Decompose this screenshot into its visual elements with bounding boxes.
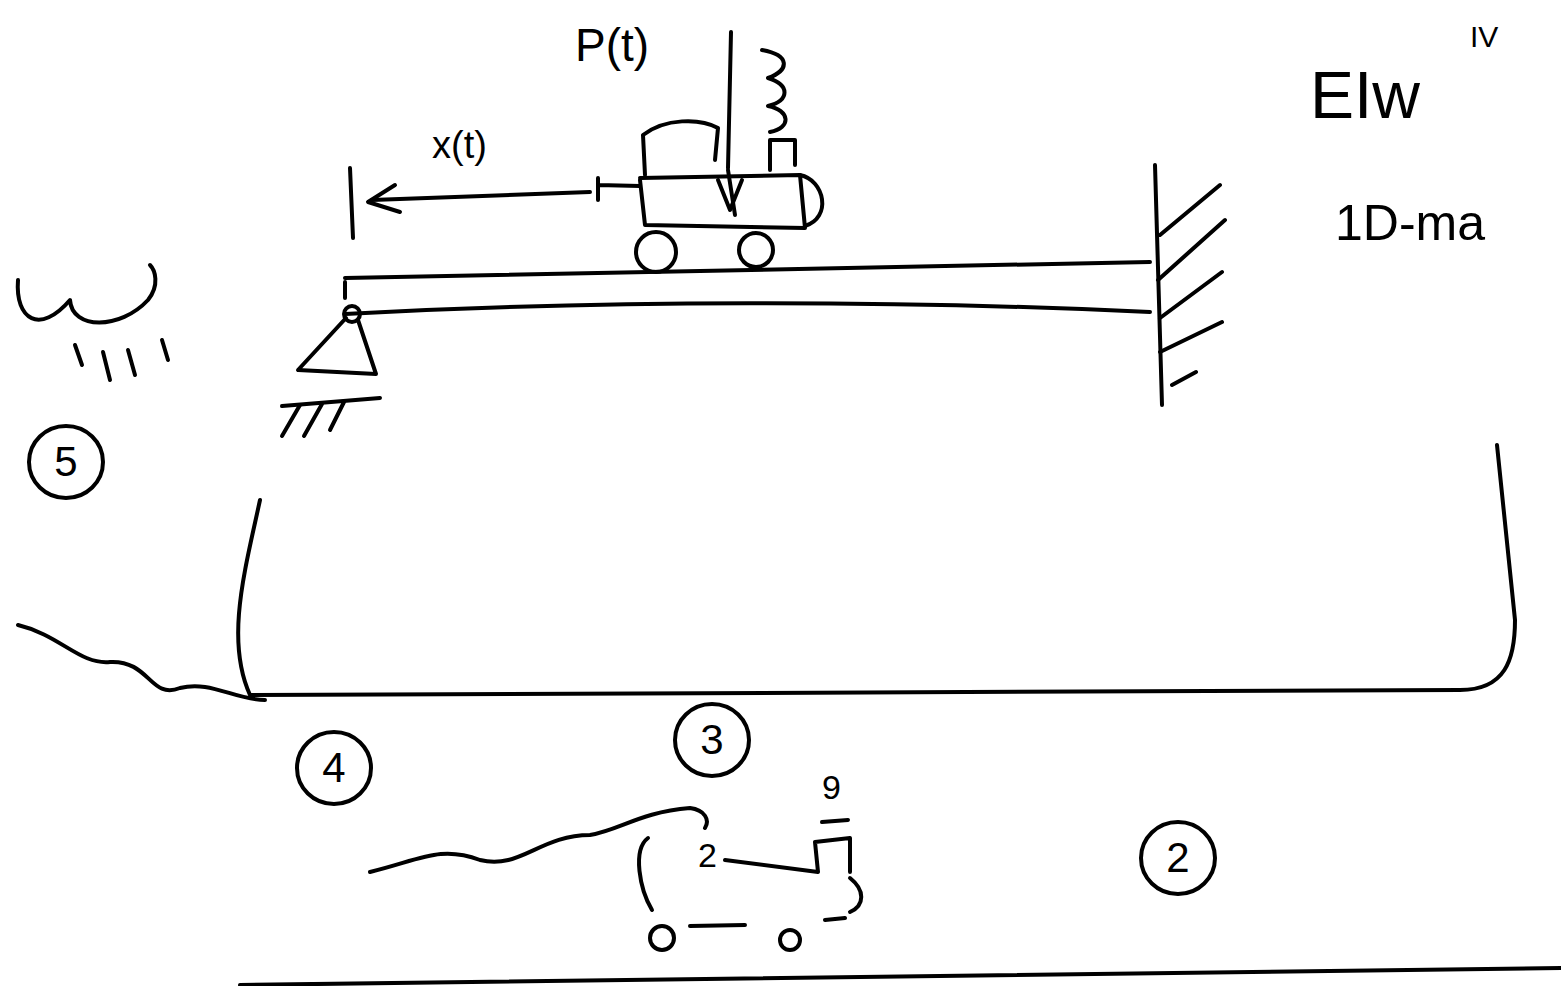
pin-support bbox=[282, 306, 380, 436]
callout-number: 5 bbox=[54, 441, 77, 483]
lower-vehicle-sketch bbox=[370, 808, 861, 950]
callout-circle: 2 bbox=[1138, 818, 1218, 898]
position-dimension bbox=[350, 168, 590, 238]
terrain bbox=[18, 625, 265, 700]
vehicle bbox=[598, 50, 822, 272]
ground-line bbox=[240, 968, 1561, 985]
sketch-label: 2 bbox=[698, 838, 717, 872]
load-arrow bbox=[718, 32, 742, 210]
callout-number: 2 bbox=[1166, 837, 1189, 879]
callout-circle: 5 bbox=[26, 422, 106, 502]
circle-outline bbox=[29, 426, 103, 498]
callout-number: 3 bbox=[700, 719, 723, 761]
sketch-label: 1D-ma bbox=[1335, 198, 1485, 248]
callout-circle: 4 bbox=[294, 728, 374, 808]
circle-outline bbox=[675, 704, 749, 776]
sketch-label: 9 bbox=[822, 770, 841, 804]
callout-circle: 3 bbox=[672, 700, 752, 780]
circle-outline bbox=[1141, 822, 1215, 894]
sketch-label: x(t) bbox=[432, 126, 487, 164]
sketch-label: EIw bbox=[1310, 62, 1420, 128]
fixed-support bbox=[1155, 165, 1225, 405]
bracket bbox=[238, 445, 1515, 695]
wave-sketch bbox=[18, 265, 168, 380]
sketch-label: IV bbox=[1470, 22, 1498, 52]
beam bbox=[345, 262, 1150, 314]
callout-number: 4 bbox=[322, 747, 345, 789]
sketch-label: P(t) bbox=[575, 22, 649, 68]
circle-outline bbox=[297, 732, 371, 804]
